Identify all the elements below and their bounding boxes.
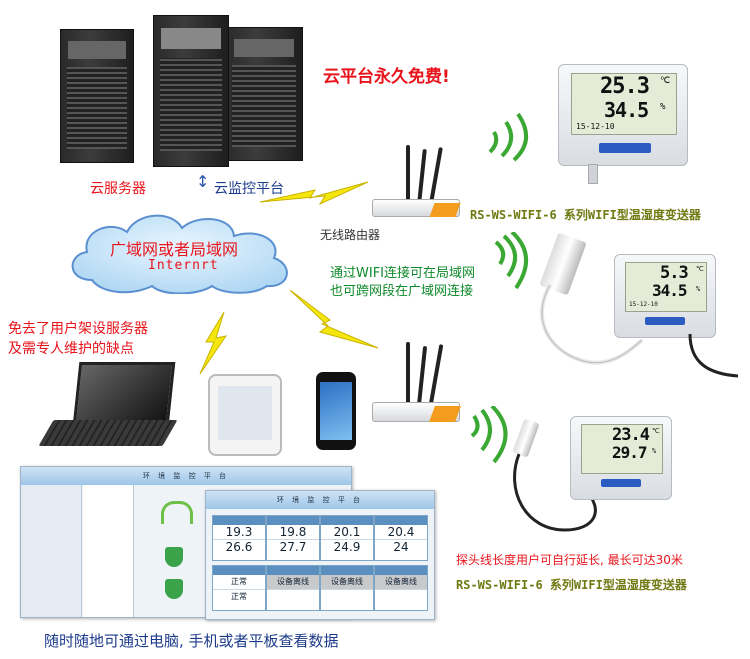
hum-unit: % bbox=[696, 285, 701, 293]
sensor-date: 15-12-10 bbox=[629, 301, 658, 308]
temp-unit: ℃ bbox=[652, 427, 660, 435]
wifi-signal-icon bbox=[488, 112, 528, 162]
sensor-device-1: 25.3 ℃ 34.5 % 15-12-10 bbox=[558, 64, 688, 166]
model-label-2: RS-WS-WIFI-6 系列WIFI型温湿度变送器 bbox=[456, 578, 687, 592]
sensor-temp: 23.4 bbox=[612, 425, 650, 445]
dashboard-value: 27.7 bbox=[267, 539, 319, 554]
dashboard-value: 24.9 bbox=[321, 539, 373, 554]
model-label-1: RS-WS-WIFI-6 系列WIFI型温湿度变送器 bbox=[470, 208, 701, 222]
wifi-signal-icon bbox=[494, 232, 529, 290]
sensor-humidity: 29.7 bbox=[612, 443, 648, 462]
dashboard-status: 设备离线 bbox=[267, 575, 319, 589]
sensor-humidity: 34.5 bbox=[604, 98, 649, 122]
cloud-title: 广域网或者局域网 bbox=[110, 240, 239, 259]
lightning-icon bbox=[260, 181, 369, 206]
probe-note: 探头线长度用户可自行延长, 最长可达30米 bbox=[456, 553, 683, 567]
free-note-line1: 免去了用户架设服务器 bbox=[8, 321, 148, 337]
dashboard-value: 19.8 bbox=[279, 525, 307, 539]
laptop-image bbox=[38, 362, 178, 454]
power-cable bbox=[688, 334, 739, 378]
dashboard-value: 24 bbox=[375, 539, 427, 554]
wifi-signal-icon bbox=[470, 406, 508, 464]
hum-unit: % bbox=[660, 102, 666, 112]
dashboard-status bbox=[375, 589, 427, 590]
dashboard-title: 环 境 监 控 平 台 bbox=[21, 467, 351, 485]
lightning-icon bbox=[199, 312, 228, 374]
dashboard-title: 环 境 监 控 平 台 bbox=[206, 491, 434, 509]
wireless-router-image bbox=[372, 145, 462, 225]
dashboard-value: 26.6 bbox=[213, 539, 265, 554]
sensor-device-2: 5.3 ℃ 34.5 % 15-12-10 bbox=[614, 254, 716, 338]
dashboard-status: 设备离线 bbox=[375, 575, 427, 589]
up-down-arrow-icon: ↕ bbox=[196, 172, 210, 191]
free-note-line2: 及需专人维护的缺点 bbox=[8, 341, 134, 357]
router-label: 无线路由器 bbox=[320, 228, 381, 242]
probe-cable bbox=[539, 284, 644, 365]
phone-image bbox=[316, 372, 356, 450]
sensor-humidity: 34.5 bbox=[652, 281, 688, 300]
dashboard-value: 20.4 bbox=[387, 525, 415, 539]
sensor-temp: 5.3 bbox=[660, 263, 689, 283]
dashboard-status bbox=[321, 589, 373, 590]
dashboard-status: 设备离线 bbox=[321, 575, 373, 589]
cloud-subtitle: Internrt bbox=[148, 258, 219, 273]
dashboard-status bbox=[267, 589, 319, 590]
dashboard-status: 正常 bbox=[213, 589, 265, 604]
bottom-caption: 随时随地可通过电脑, 手机或者平板查看数据 bbox=[44, 632, 339, 650]
dashboard-status: 正常 bbox=[231, 577, 247, 586]
wifi-note-line1: 通过WIFI连接可在局域网 bbox=[330, 266, 475, 281]
temp-unit: ℃ bbox=[696, 265, 704, 273]
wifi-note-line2: 也可跨网段在广域网连接 bbox=[330, 284, 474, 299]
cloud-server-label: 云服务器 bbox=[90, 181, 146, 197]
wireless-router-image bbox=[372, 342, 462, 432]
dashboard-value: 19.3 bbox=[225, 525, 253, 539]
sensor-device-3: 23.4 ℃ 29.7 % bbox=[570, 416, 672, 500]
dashboard-value: 20.1 bbox=[333, 525, 361, 539]
sensor-stem bbox=[588, 164, 598, 184]
cloud-server-image bbox=[55, 15, 305, 167]
hum-unit: % bbox=[652, 447, 657, 455]
sensor-date: 15-12-10 bbox=[576, 122, 615, 131]
cloud-shape bbox=[71, 214, 288, 294]
cloud-monitor-label: 云监控平台 bbox=[214, 181, 284, 197]
sensor-temp: 25.3 bbox=[600, 74, 650, 99]
temp-unit: ℃ bbox=[660, 76, 671, 86]
tablet-image bbox=[208, 374, 282, 456]
lightning-icon bbox=[290, 290, 379, 349]
cloud-free-label: 云平台永久免费! bbox=[323, 67, 450, 87]
